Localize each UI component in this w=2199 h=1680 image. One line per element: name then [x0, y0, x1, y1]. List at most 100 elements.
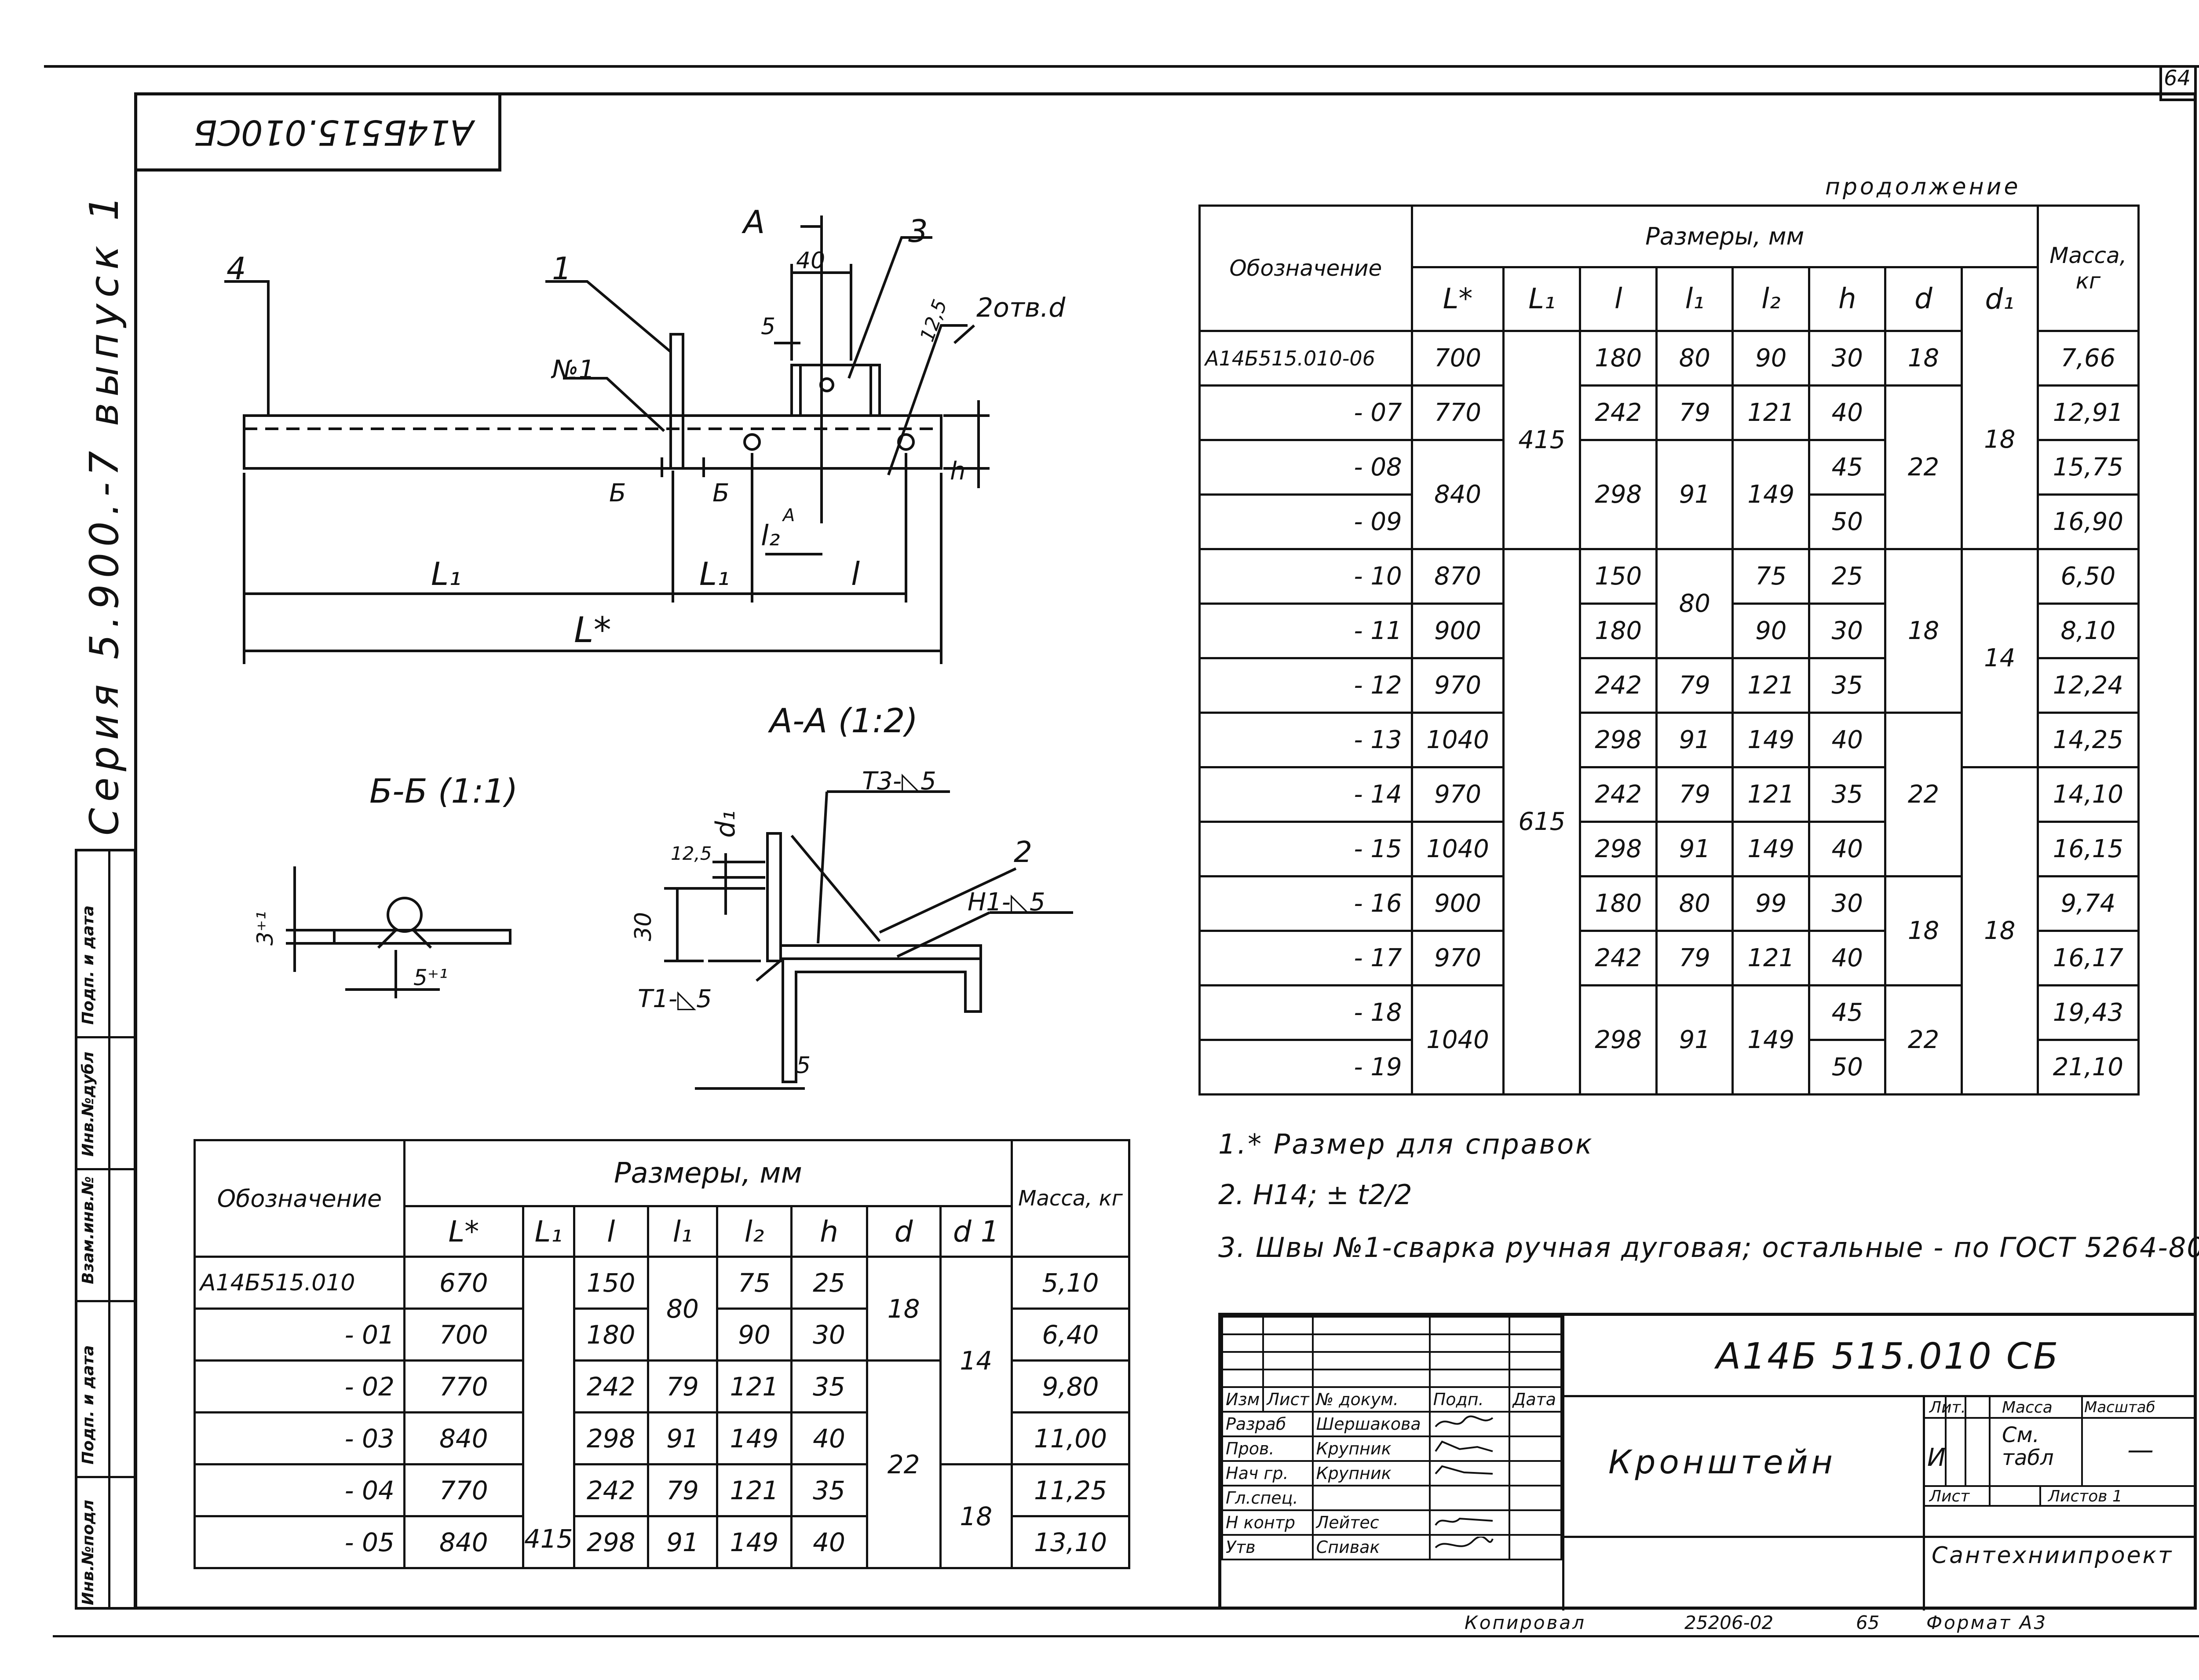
tl-cell: 18 — [939, 1463, 1013, 1569]
tb-name: Кронштейн — [1608, 1443, 1836, 1481]
note-3: 3. Швы №1-сварка ручная дуговая; остальн… — [1218, 1231, 2199, 1264]
tl-cell: 91 — [647, 1515, 719, 1569]
bottom-rule — [53, 1635, 2199, 1637]
tb-head-list: Лист — [1262, 1386, 1314, 1413]
tr-col-l2: l₂ — [1731, 266, 1811, 332]
footer-copied: Копировал — [1465, 1612, 1586, 1633]
tb-mass-label: Масса — [2002, 1399, 2053, 1417]
tl-cell: 11,25 — [1010, 1463, 1131, 1517]
label-section-A: А — [742, 204, 765, 241]
tl-cell: 242 — [573, 1463, 649, 1517]
tr-cell: 298 — [1579, 821, 1658, 877]
tl-col-L1: L₁ — [522, 1205, 575, 1258]
tr-cell: 180 — [1579, 875, 1658, 932]
tl-cell: 30 — [790, 1307, 868, 1362]
tb-role: Пров. — [1221, 1435, 1314, 1462]
note-1: 1.* Размер для справок — [1218, 1128, 1594, 1160]
label-dim-40: 40 — [796, 248, 825, 274]
label-cut-B2: Б — [712, 479, 729, 508]
tb-person: Крупник — [1311, 1435, 1431, 1462]
tl-cell: 770 — [403, 1359, 524, 1413]
tr-cell: 700 — [1410, 330, 1505, 387]
tl-head-designation: Обозначение — [194, 1139, 405, 1258]
tb-sheet-label: Лист — [1929, 1487, 1970, 1505]
tl-cell: 840 — [403, 1411, 524, 1465]
tr-cell: 770 — [1410, 384, 1505, 441]
tl-cell: 180 — [573, 1307, 649, 1362]
tl-designation: - 04 — [194, 1463, 405, 1517]
tl-cell: 90 — [716, 1307, 793, 1362]
tr-cell: 40 — [1808, 930, 1887, 986]
tl-cell: 149 — [716, 1515, 793, 1569]
tl-cell: 298 — [573, 1515, 649, 1569]
tr-cell: 45 — [1808, 984, 1887, 1041]
tb-person: Крупник — [1311, 1460, 1431, 1486]
tr-cell: 121 — [1731, 930, 1811, 986]
tl-cell: 13,10 — [1010, 1515, 1131, 1569]
section-aa-dim-12-5: 12,5 — [671, 843, 712, 864]
tb-role: Н контр — [1221, 1509, 1314, 1536]
tr-cell: 30 — [1808, 330, 1887, 387]
top-rule — [44, 65, 2199, 68]
left-stamp — [75, 849, 136, 1610]
table-right: Обозначение Размеры, мм Масса, кг L* L₁ … — [1198, 205, 2140, 1096]
tr-cell: 298 — [1579, 712, 1658, 768]
tl-cell: 79 — [647, 1463, 719, 1517]
tr-cell: 900 — [1410, 603, 1505, 659]
tr-cell: 150 — [1579, 548, 1658, 605]
bracket-drawing: 4 1 3 №1 А 40 5 12,5 2отв.d Б Б h l₂ А L… — [224, 204, 1073, 1090]
tl-cell: 80 — [647, 1256, 719, 1362]
tr-cell: 180 — [1579, 603, 1658, 659]
tl-cell: 79 — [647, 1359, 719, 1413]
tl-cell: 700 — [403, 1307, 524, 1362]
section-aa-item2: 2 — [1014, 835, 1032, 869]
tl-cell: 40 — [790, 1515, 868, 1569]
tr-cell: 35 — [1808, 657, 1887, 714]
note-2: 2. Н14; ± t2/2 — [1218, 1179, 1412, 1211]
tb-role: Разраб — [1221, 1411, 1314, 1437]
tr-col-l1: l₁ — [1655, 266, 1734, 332]
tr-cell: 75 — [1731, 548, 1811, 605]
tl-cell: 149 — [716, 1411, 793, 1465]
tb-lit-label: Лит. — [1929, 1399, 1966, 1417]
tr-cell: 970 — [1410, 657, 1505, 714]
tr-cell: 14,10 — [2036, 766, 2140, 823]
tr-cell: 1040 — [1410, 984, 1505, 1096]
tr-cell: 242 — [1579, 930, 1658, 986]
tl-col-l: l — [573, 1205, 649, 1258]
tl-designation: - 02 — [194, 1359, 405, 1413]
tl-cell: 25 — [790, 1256, 868, 1310]
tr-cell: 91 — [1655, 439, 1734, 550]
tr-col-l: l — [1579, 266, 1658, 332]
tr-cell: 149 — [1731, 984, 1811, 1096]
tr-designation: - 16 — [1198, 875, 1413, 932]
tr-cell: 615 — [1502, 548, 1582, 1096]
tr-cell: 90 — [1731, 603, 1811, 659]
tr-cell: 298 — [1579, 439, 1658, 550]
section-bb-dim-top: 3⁺¹ — [252, 911, 278, 946]
label-A-small: А — [782, 505, 795, 526]
tr-cell: 415 — [1502, 330, 1582, 550]
tb-mass-value: См. табл — [2002, 1423, 2054, 1470]
tr-cell: 40 — [1808, 712, 1887, 768]
tr-cell: 18 — [1884, 875, 1963, 986]
tl-cell: 35 — [790, 1359, 868, 1413]
tl-designation: А14Б515.010 — [194, 1256, 405, 1310]
label-dim-h: h — [950, 457, 966, 486]
tr-designation: А14Б515.010-06 — [1198, 330, 1413, 387]
section-aa-dim-30: 30 — [630, 912, 657, 941]
footer-num: 65 — [1856, 1612, 1880, 1633]
tl-cell: 11,00 — [1010, 1411, 1131, 1465]
label-L1-left: L₁ — [431, 555, 461, 592]
tr-cell: 1040 — [1410, 821, 1505, 877]
tr-cell: 79 — [1655, 930, 1734, 986]
footer-code: 25206-02 — [1684, 1612, 1774, 1633]
tr-cell: 840 — [1410, 439, 1505, 550]
tr-cell: 30 — [1808, 603, 1887, 659]
tb-head-izm: Изм — [1221, 1386, 1264, 1413]
label-weld1: №1 — [551, 354, 595, 384]
tr-cell: 298 — [1579, 984, 1658, 1096]
tl-designation: - 03 — [194, 1411, 405, 1465]
tb-sheets-label: Листов 1 — [2048, 1487, 2122, 1505]
tr-cell: 7,66 — [2036, 330, 2140, 387]
